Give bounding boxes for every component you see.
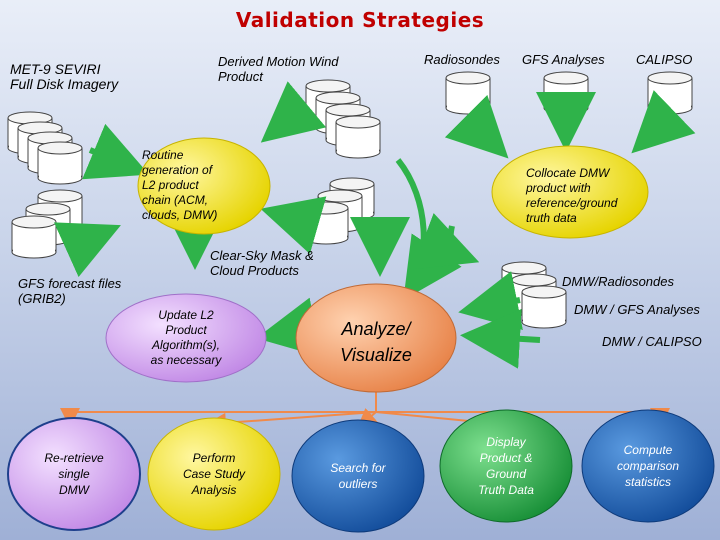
- analyze-node-text: Analyze/ Visualize: [340, 319, 412, 365]
- dmw-product-label: Derived Motion Wind Product: [218, 54, 339, 84]
- dmw-radiosondes-label: DMW/Radiosondes: [562, 274, 674, 289]
- display-node-text: Display Product & Ground Truth Data: [478, 435, 534, 497]
- update-node-text: Update L2 Product Algorithm(s), as neces…: [150, 308, 222, 367]
- gfs-forecast-label: GFS forecast files (GRIB2): [18, 276, 122, 306]
- gfs-analyses-label: GFS Analyses: [522, 52, 605, 67]
- collocate-node-text: Collocate DMW product with reference/gro…: [526, 166, 618, 225]
- outliers-ellipse: [291, 419, 425, 533]
- routine-ellipse: [137, 137, 271, 235]
- update-ellipse: [105, 293, 267, 383]
- collocate-ellipse: [491, 145, 649, 239]
- reretrieve-ellipse: [7, 417, 141, 531]
- compute-ellipse: [581, 409, 715, 523]
- analyze-ellipse: [295, 283, 457, 393]
- reference-data-cylinders: [445, 71, 693, 115]
- calipso-label: CALIPSO: [636, 52, 693, 67]
- routine-node-text: Routine generation of L2 product chain (…: [142, 148, 218, 222]
- seviri-data-stack: [7, 111, 83, 185]
- display-ellipse: [439, 409, 573, 523]
- case-study-node-text: Perform Case Study Analysis: [182, 451, 246, 497]
- compute-node-text: Compute comparison statistics: [616, 443, 680, 489]
- dmw-product-stack: [305, 79, 381, 159]
- seviri-label: MET-9 SEVIRI Full Disk Imagery: [10, 61, 119, 92]
- cloud-product-stack: [303, 177, 375, 245]
- outliers-node-text: Search for outliers: [330, 461, 386, 491]
- case-study-ellipse: [147, 417, 281, 531]
- radiosondes-label: Radiosondes: [424, 52, 500, 67]
- collocated-data-stack: [501, 261, 567, 329]
- page-title: Validation Strategies: [235, 8, 485, 32]
- dmw-gfs-label: DMW / GFS Analyses: [574, 302, 700, 317]
- reretrieve-node-text: Re-retrieve single DMW: [44, 451, 104, 497]
- clear-sky-label: Clear-Sky Mask & Cloud Products: [210, 248, 314, 278]
- dmw-calipso-label: DMW / CALIPSO: [602, 334, 702, 349]
